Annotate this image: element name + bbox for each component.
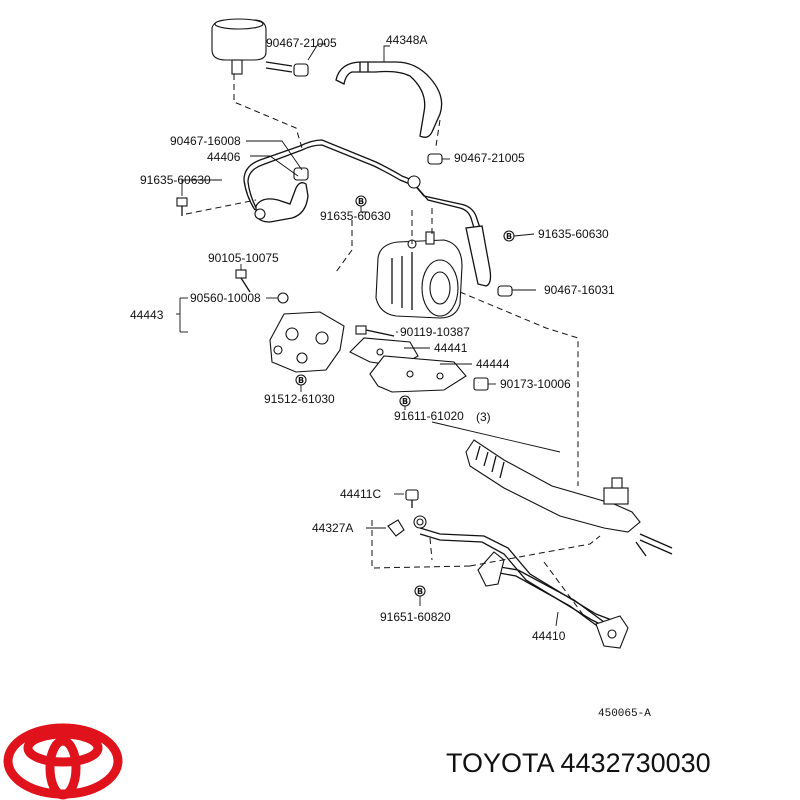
label-90467-21005-top: 90467-21005 <box>266 36 337 50</box>
label-90119-10387: 90119-10387 <box>400 325 470 339</box>
label-44411C: 44411C <box>340 487 381 501</box>
union-bolt-44411C <box>405 489 419 508</box>
clamp-90467-21005-top <box>293 63 309 77</box>
label-44441: 44441 <box>434 341 468 355</box>
label-91611-61020: 91611-61020 <box>394 409 464 423</box>
union-fitting <box>413 515 427 529</box>
label-90560-10008: 90560-10008 <box>190 291 261 305</box>
label-qty-3: (3) <box>476 410 491 424</box>
bolt-91635-60630-mid: B <box>355 195 367 207</box>
label-90467-16008: 90467-16008 <box>170 134 241 148</box>
return-hose-44348A <box>335 61 443 138</box>
diagram-reference-code: 450065-A <box>598 708 651 720</box>
gasket-44327A <box>387 519 405 537</box>
label-91635-60630-mid: 91635-60630 <box>320 209 391 223</box>
svg-text:B: B <box>358 197 364 206</box>
svg-text:B: B <box>417 587 423 596</box>
clamp-90467-16031 <box>497 285 513 297</box>
label-90467-21005-mid: 90467-21005 <box>454 151 525 165</box>
clamp-90467-16008 <box>293 167 309 181</box>
bolt-91635-60630-left <box>176 197 188 216</box>
nut-91512-61030: B <box>295 374 307 386</box>
svg-text:B: B <box>298 376 304 385</box>
label-44348A: 44348A <box>386 33 427 47</box>
washer-90560-10008 <box>277 292 289 304</box>
toyota-logo <box>3 723 123 800</box>
pressure-pipe-44406 <box>243 139 492 287</box>
bracket-44444 <box>369 355 467 393</box>
power-steering-pump <box>375 231 463 319</box>
label-91512-61030: 91512-61030 <box>264 392 335 406</box>
part-number-caption: TOYOTA 4432730030 <box>446 748 711 778</box>
reservoir-tank <box>211 18 293 75</box>
bolt-90105-10075 <box>235 269 251 293</box>
svg-text:B: B <box>402 397 408 406</box>
bolt-91635-60630-right: B <box>503 230 515 242</box>
bolt-91651-60820: B <box>414 585 426 597</box>
clamp-90467-21005-mid <box>427 153 443 165</box>
svg-text:B: B <box>506 232 512 241</box>
label-91635-60630-right: 91635-60630 <box>538 227 609 241</box>
bolt-90119-10387 <box>355 325 395 337</box>
nut-91611-61020: B <box>399 395 411 407</box>
label-44444: 44444 <box>476 357 510 371</box>
pump-bracket-44443 <box>269 311 345 373</box>
label-44443: 44443 <box>130 308 164 322</box>
steering-rack-assembly <box>465 439 673 557</box>
nut-90173-10006 <box>473 377 489 391</box>
label-44406: 44406 <box>207 150 241 164</box>
pressure-tube-44410 <box>419 527 629 649</box>
label-90105-10075: 90105-10075 <box>208 251 279 265</box>
label-90467-16031: 90467-16031 <box>544 283 615 297</box>
label-90173-10006: 90173-10006 <box>500 377 571 391</box>
label-91635-60630-left: 91635-60630 <box>140 173 211 187</box>
label-44327A: 44327A <box>312 521 353 535</box>
label-44410: 44410 <box>532 629 566 643</box>
label-91651-60820: 91651-60820 <box>380 610 451 624</box>
